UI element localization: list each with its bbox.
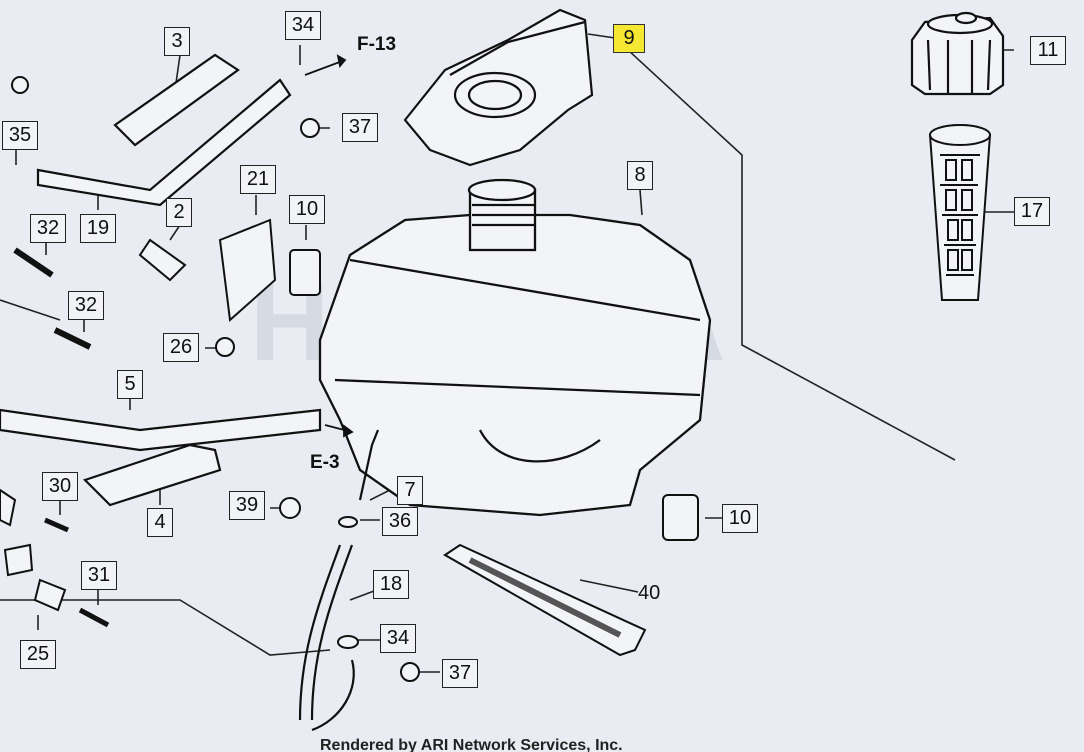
- callout-21[interactable]: 21: [240, 165, 276, 194]
- callout-30[interactable]: 30: [42, 472, 78, 501]
- hose-parts: [0, 53, 322, 507]
- ref-f13: F-13: [357, 34, 397, 55]
- callout-3[interactable]: 3: [164, 27, 190, 56]
- label-40[interactable]: 40: [638, 582, 661, 604]
- callout-4[interactable]: 4: [147, 508, 173, 537]
- small-parts: [0, 76, 699, 682]
- callout-5[interactable]: 5: [117, 370, 143, 399]
- fuel-tank-part: [318, 178, 712, 517]
- callout-10[interactable]: 10: [289, 195, 325, 224]
- callout-39[interactable]: 39: [229, 491, 265, 520]
- callout-32[interactable]: 32: [30, 214, 66, 243]
- callout-17[interactable]: 17: [1014, 197, 1050, 226]
- callout-2[interactable]: 2: [166, 198, 192, 227]
- callout-36[interactable]: 36: [382, 507, 418, 536]
- tank-cover-part: [403, 8, 594, 167]
- fuel-cap-part: [910, 11, 1005, 96]
- callout-26[interactable]: 26: [163, 333, 199, 362]
- callout-10[interactable]: 10: [722, 504, 758, 533]
- callout-32[interactable]: 32: [68, 291, 104, 320]
- fuel-filter-part: [928, 124, 992, 301]
- callout-25[interactable]: 25: [20, 640, 56, 669]
- callout-35[interactable]: 35: [2, 121, 38, 150]
- callout-31[interactable]: 31: [81, 561, 117, 590]
- ref-e3: E-3: [310, 452, 340, 473]
- callout-37[interactable]: 37: [442, 659, 478, 688]
- callout-34[interactable]: 34: [285, 11, 321, 40]
- callout-19[interactable]: 19: [80, 214, 116, 243]
- footer-text: Rendered by ARI Network Services, Inc.: [320, 737, 623, 752]
- decal-part: [443, 543, 647, 657]
- callout-18[interactable]: 18: [373, 570, 409, 599]
- callout-11[interactable]: 11: [1030, 36, 1066, 65]
- callout-34[interactable]: 34: [380, 624, 416, 653]
- fuel-hose-part: [298, 429, 380, 732]
- callout-9[interactable]: 9: [613, 24, 645, 53]
- callout-7[interactable]: 7: [397, 476, 423, 505]
- callout-8[interactable]: 8: [627, 161, 653, 190]
- callout-37[interactable]: 37: [342, 113, 378, 142]
